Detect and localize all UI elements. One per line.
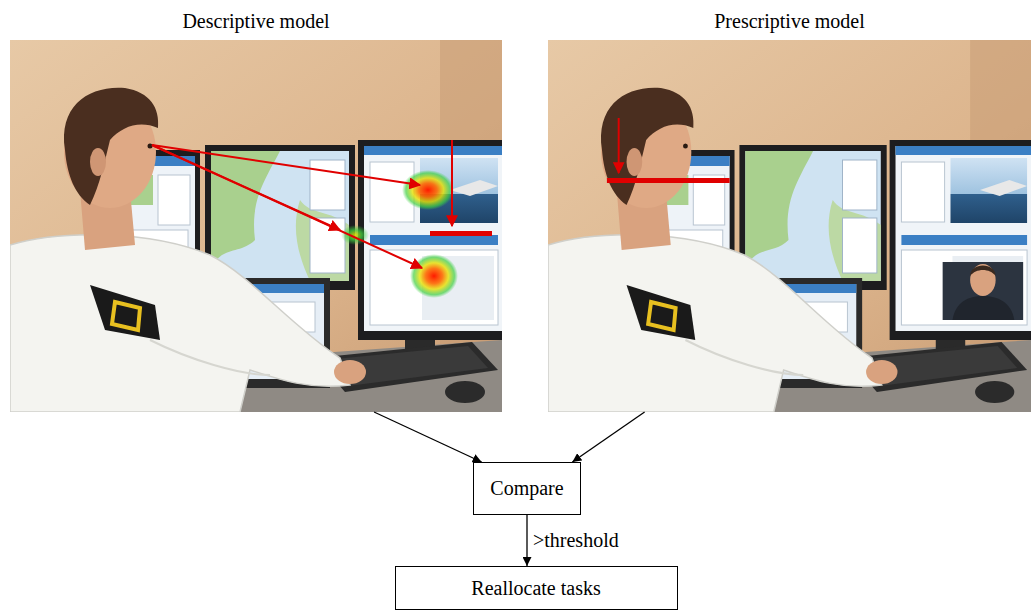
process-box: Compare	[473, 462, 581, 515]
panel-heading: Descriptive model	[10, 10, 502, 33]
box-label: Compare	[490, 477, 563, 500]
panel-heading: Prescriptive model	[548, 10, 1031, 33]
photo-panel: Descriptive model	[10, 4, 502, 412]
process-box: Reallocate tasks	[395, 566, 678, 610]
flow-arrow	[526, 515, 527, 566]
photo-panel: Prescriptive model	[548, 4, 1031, 412]
box-label: Reallocate tasks	[471, 577, 600, 600]
flow-arrow	[572, 412, 644, 462]
edge-label: >threshold	[531, 529, 621, 552]
operator-photo	[10, 40, 502, 412]
flow-arrow	[374, 412, 482, 462]
operator-photo	[548, 40, 1031, 412]
